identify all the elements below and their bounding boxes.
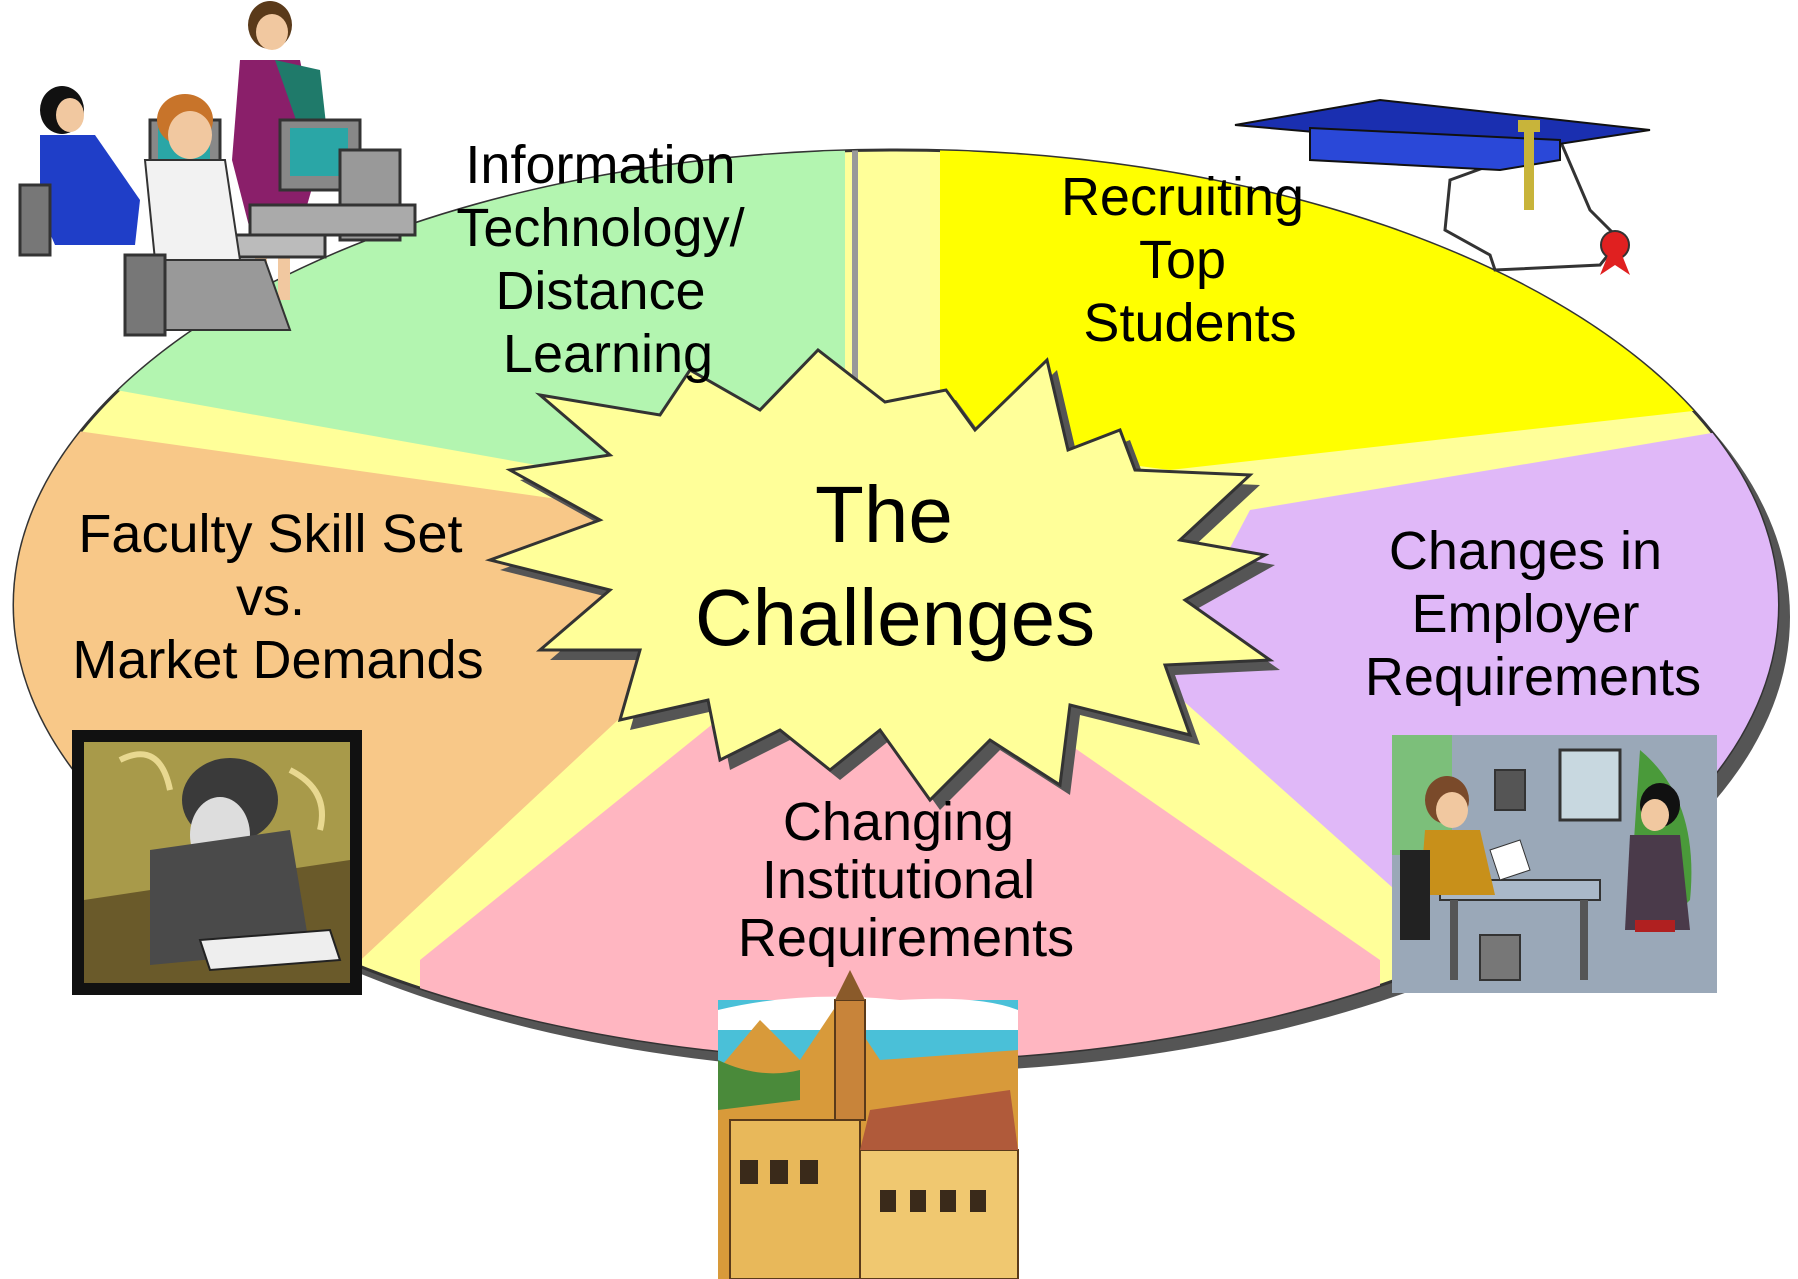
label-line: Changing (783, 792, 1014, 852)
label-line: Distance (495, 261, 705, 321)
label-faculty-skill-set: Faculty Skill Set vs. Market Demands (72, 504, 483, 690)
label-line: vs. (236, 567, 305, 627)
center-title-line: Challenges (695, 573, 1095, 662)
label-recruiting: Recruiting Top Students (1061, 167, 1319, 353)
starburst (484, 347, 1275, 803)
label-information-technology: Information Technology/ Distance Learnin… (456, 135, 759, 384)
label-line: Institutional (762, 850, 1035, 910)
label-line: Recruiting (1061, 167, 1304, 227)
label-line: Changes in (1389, 521, 1662, 581)
old-scholar-writing-illustration (72, 730, 362, 995)
label-institutional-requirements: Changing Institutional Requirements (738, 792, 1074, 968)
label-line: Technology/ (456, 198, 744, 258)
graduation-cap-diploma-illustration (1234, 98, 1651, 275)
label-line: Market Demands (72, 630, 483, 690)
label-line: Employer (1411, 584, 1639, 644)
segment-institutional-requirements (420, 710, 1380, 1060)
label-line: Faculty Skill Set (78, 504, 462, 564)
label-employer-requirements: Changes in Employer Requirements (1365, 521, 1701, 707)
job-interview-illustration (1392, 735, 1717, 993)
label-line: Information (465, 135, 735, 195)
label-line: Requirements (738, 908, 1074, 968)
label-line: Students (1083, 293, 1296, 353)
label-line: Top (1139, 230, 1226, 290)
label-line: Learning (503, 324, 713, 384)
university-buildings-illustration (718, 970, 1019, 1279)
office-computer-workers-illustration (18, 1, 417, 337)
label-line: Requirements (1365, 647, 1701, 707)
center-title: The Challenges (695, 470, 1095, 662)
center-title-line: The (815, 470, 953, 559)
